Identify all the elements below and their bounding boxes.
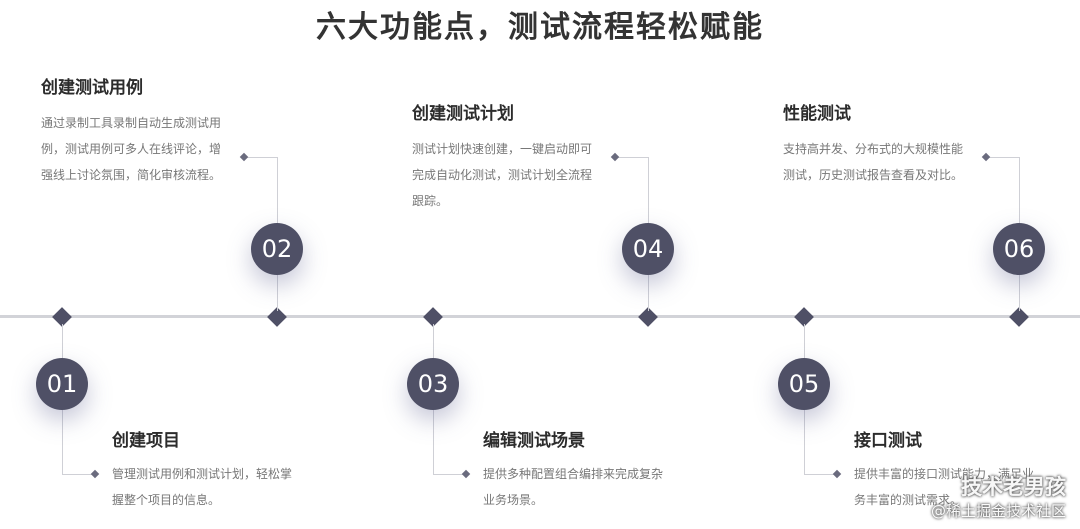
step-badge-02: 02 [251,223,303,275]
step-heading-06: 性能测试 [783,104,851,124]
step-heading-05: 接口测试 [854,431,922,451]
connector-dot [981,152,991,162]
watermark-source: @稀土掘金技术社区 [930,502,1066,520]
watermark: 技术老男孩 @稀土掘金技术社区 [931,475,1066,523]
step-desc-02: 通过录制工具录制自动生成测试用例，测试用例可多人在线评论，增强线上讨论氛围，简化… [41,116,222,182]
connector-line [986,157,1020,158]
step-badge-01: 01 [36,358,88,410]
connector-dot [239,152,249,162]
connector-dot [610,152,620,162]
step-heading-02: 创建测试用例 [41,78,143,98]
connector-line [244,157,278,158]
step-desc-03: 提供多种配置组合编排来完成复杂业务场景。 [483,467,664,507]
step-badge-04: 04 [622,223,674,275]
watermark-account: 技术老男孩 [961,475,1066,499]
step-heading-03: 编辑测试场景 [483,431,585,451]
connector-dot [461,469,471,479]
step-badge-03: 03 [407,358,459,410]
connector-dot [832,469,842,479]
step-badge-05: 05 [778,358,830,410]
step-badge-06: 06 [993,223,1045,275]
step-desc-04: 测试计划快速创建，一键启动即可完成自动化测试，测试计划全流程跟踪。 [412,142,593,208]
connector-line [433,474,467,475]
step-desc-06: 支持高并发、分布式的大规模性能测试，历史测试报告查看及对比。 [783,142,964,182]
timeline-axis [0,315,1080,318]
connector-line [615,157,649,158]
step-desc-05: 提供丰富的接口测试能力，满足业务丰富的测试需求。 [854,467,1035,507]
step-heading-04: 创建测试计划 [412,104,514,124]
connector-line [62,474,96,475]
page-title: 六大功能点，测试流程轻松赋能 [316,10,764,45]
step-heading-01: 创建项目 [112,431,180,451]
connector-dot [90,469,100,479]
step-desc-01: 管理测试用例和测试计划，轻松掌握整个项目的信息。 [112,467,293,507]
connector-line [804,474,838,475]
